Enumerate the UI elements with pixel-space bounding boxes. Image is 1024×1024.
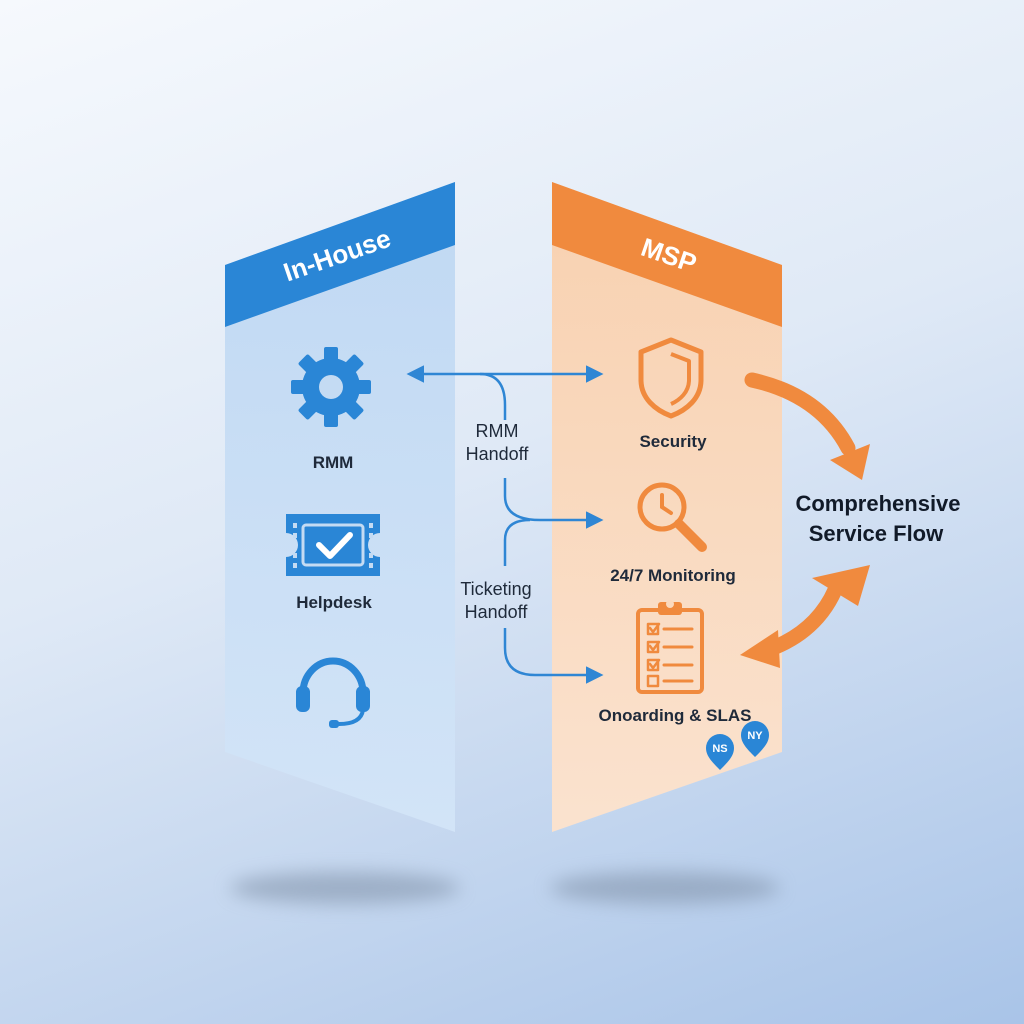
magnifier-clock-icon [637, 482, 707, 552]
svg-text:NY: NY [747, 730, 763, 742]
msp-item-label: Security [639, 432, 707, 451]
flow-arrowhead [740, 630, 780, 668]
connector-branch [503, 478, 604, 529]
service-flow-arrows [740, 372, 870, 668]
flow-title: Service Flow [809, 521, 944, 546]
flow-arrowhead [812, 565, 870, 606]
flow-arrowhead [830, 444, 870, 480]
ticket-icon [286, 514, 380, 576]
handoff-label: Handoff [465, 602, 529, 622]
connector-branch [503, 628, 604, 684]
in-house-panel: In-House [225, 182, 455, 832]
handoff-label: RMM [476, 421, 519, 441]
in-house-item-label: Helpdesk [296, 593, 372, 612]
connector-branch [479, 372, 507, 420]
in-house-header [225, 182, 455, 327]
msp-panel-shadow [550, 872, 780, 904]
connector-branch [503, 518, 531, 566]
msp-item-label: Onoarding & SLAS [599, 706, 752, 725]
shield-icon [638, 337, 704, 419]
gear-icon [291, 347, 371, 427]
headset-icon [296, 657, 370, 728]
msp-header [552, 182, 782, 327]
location-badge: NY [741, 721, 769, 757]
msp-item-label: 24/7 Monitoring [610, 566, 736, 585]
handoff-label: Ticketing [460, 579, 531, 599]
flow-arrow-top [744, 372, 856, 456]
svg-text:NS: NS [712, 743, 727, 755]
in-house-item-label: RMM [313, 453, 354, 472]
location-badge: NS [706, 734, 734, 770]
handoff-label: Handoff [466, 444, 530, 464]
handoff-connectors [406, 365, 604, 684]
msp-panel: MSP [552, 182, 782, 832]
clipboard-checklist-icon [636, 600, 704, 694]
in-house-panel-shadow [230, 872, 460, 904]
flow-title: Comprehensive [795, 491, 960, 516]
